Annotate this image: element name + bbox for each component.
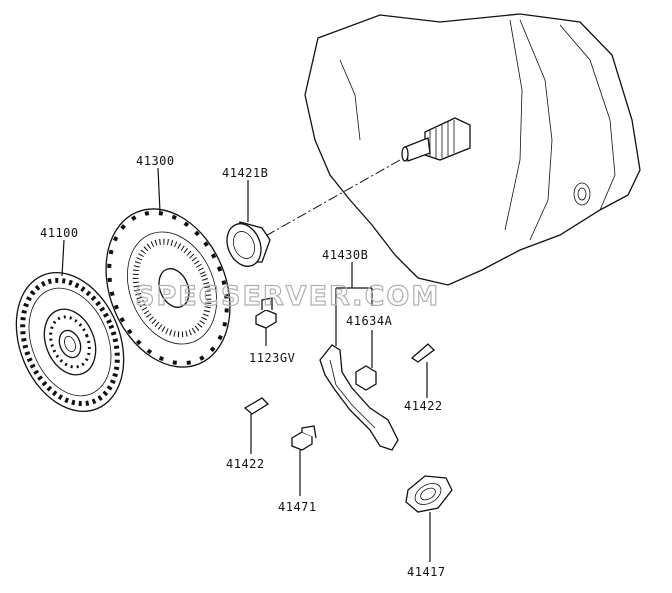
bolt-1123gv	[255, 297, 277, 329]
boot	[405, 475, 453, 513]
label-release-bearing: 41421B	[222, 166, 268, 180]
leader-lines	[61, 167, 431, 562]
label-pivot-bolt: 41471	[278, 500, 317, 514]
input-shaft	[401, 117, 471, 162]
label-clip-left: 41422	[226, 457, 265, 471]
pressure-plate	[105, 208, 231, 368]
clip-left	[243, 397, 270, 415]
transmission-housing	[304, 13, 641, 286]
label-fork-assembly: 41430B	[322, 248, 368, 262]
label-pressure-plate: 41300	[136, 154, 175, 168]
label-clip-right: 41422	[404, 399, 443, 413]
watermark: SPECSERVER.COM	[135, 281, 440, 312]
pivot-bolt	[291, 425, 317, 451]
label-bolt: 1123GV	[249, 351, 295, 365]
clip-right	[410, 343, 435, 363]
label-clutch-disc: 41100	[40, 226, 79, 240]
release-fork	[319, 344, 399, 451]
shaft-centerline	[261, 159, 401, 239]
label-boot: 41417	[407, 565, 446, 579]
label-fork-part: 41634A	[346, 314, 393, 328]
clutch-disc	[15, 272, 125, 412]
release-bearing	[226, 221, 271, 267]
